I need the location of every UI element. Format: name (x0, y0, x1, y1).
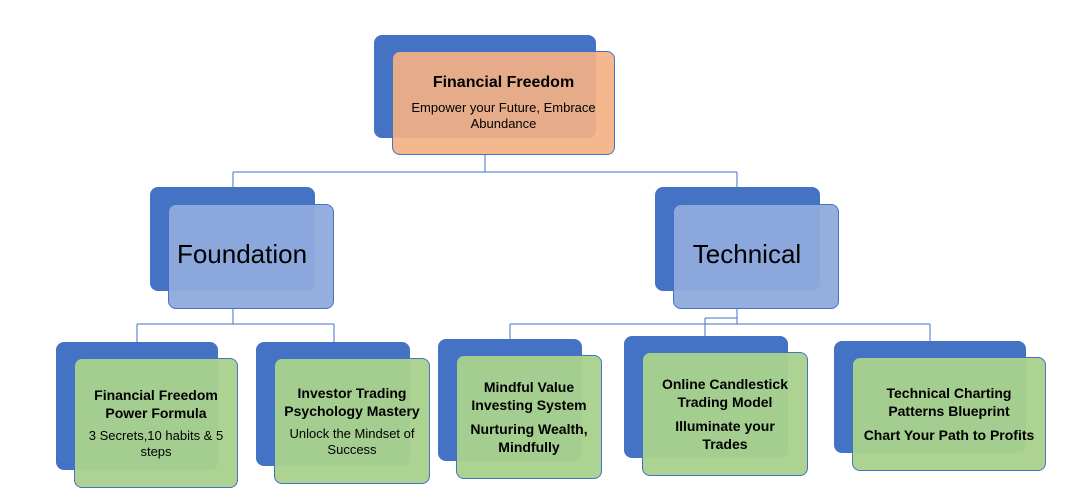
root-title: Financial Freedom (432, 74, 575, 91)
foundation-label: Foundation (176, 238, 308, 269)
leaf-1-title: Financial Freedom Power Formula (94, 387, 218, 421)
leaf-2-box: Investor Trading Psychology Mastery Unlo… (274, 358, 430, 484)
leaf-3-subtitle: Nurturing Wealth, Mindfully (470, 421, 588, 455)
leaf-2-title: Investor Trading Psychology Mastery (284, 385, 420, 419)
leaf-1-box: Financial Freedom Power Formula 3 Secret… (74, 358, 238, 488)
leaf-5-subtitle: Chart Your Path to Profits (863, 427, 1035, 443)
foundation-node-box (168, 204, 334, 309)
leaf-4-title: Online Candlestick Trading Model (661, 376, 789, 410)
foundation-label-wrap: Foundation (150, 187, 334, 309)
leaf-5-title: Technical Charting Patterns Blueprint (886, 385, 1012, 419)
leaf-4-box: Online Candlestick Trading Model Illumin… (642, 352, 808, 476)
leaf-1-subtitle: 3 Secrets,10 habits & 5 steps (88, 428, 224, 459)
leaf-4-subtitle: Illuminate your Trades (675, 418, 775, 452)
root-subtitle: Empower your Future, Embrace Abundance (411, 100, 596, 131)
root-node-box: Financial Freedom Empower your Future, E… (392, 51, 615, 155)
leaf-3-title: Mindful Value Investing System (471, 379, 587, 413)
technical-label-wrap: Technical (655, 187, 839, 309)
technical-node-box (673, 204, 839, 309)
technical-label: Technical (692, 238, 802, 269)
leaf-2-subtitle: Unlock the Mindset of Success (289, 426, 415, 457)
leaf-3-box: Mindful Value Investing System Nurturing… (456, 355, 602, 479)
leaf-5-box: Technical Charting Patterns Blueprint Ch… (852, 357, 1046, 471)
